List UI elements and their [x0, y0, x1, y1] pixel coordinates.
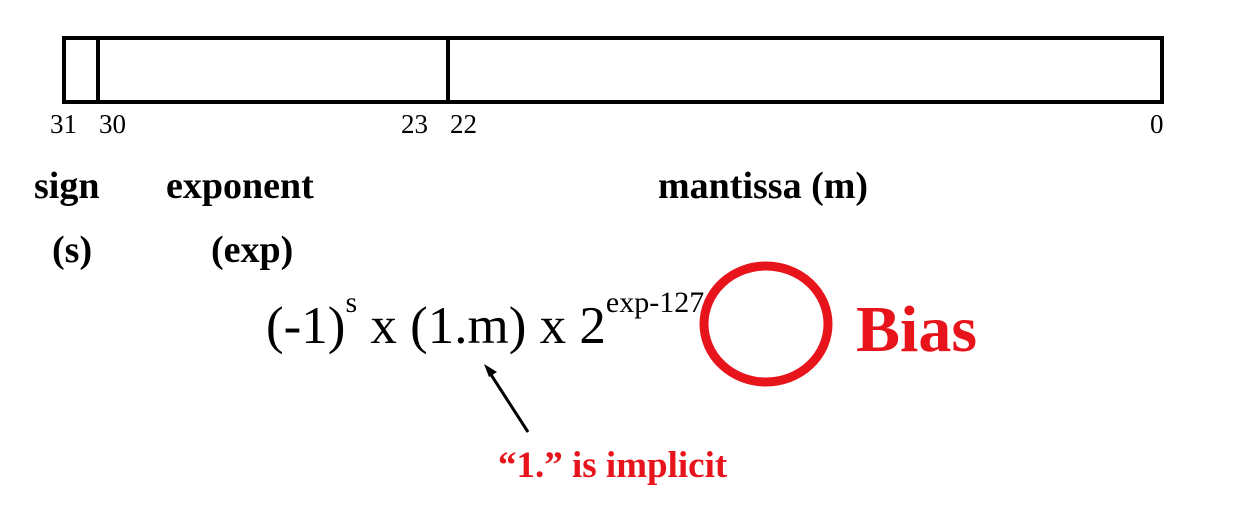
sign-field-name: sign	[34, 165, 100, 207]
bit-23-label: 23	[401, 109, 428, 139]
bias-annotation: Bias	[856, 293, 978, 366]
mantissa-field-name: mantissa (m)	[658, 165, 869, 207]
sign-field-symbol: (s)	[52, 229, 93, 271]
exponent-field-name: exponent	[166, 165, 314, 207]
bit-0-label: 0	[1150, 109, 1164, 139]
bias-highlight-circle	[699, 261, 833, 387]
sign-exponent-divider	[96, 36, 100, 104]
bit-31-label: 31	[50, 109, 77, 139]
exponent-field-symbol: (exp)	[211, 229, 294, 271]
bit-layout-register	[62, 36, 1164, 104]
bit-30-label: 30	[99, 109, 126, 139]
float-value-formula: (-1)s x (1.m) x 2exp-127	[266, 288, 704, 358]
exponent-mantissa-divider	[446, 36, 450, 104]
formula-sign-exponent: s	[345, 286, 358, 319]
implicit-pointer-arrow	[486, 369, 530, 433]
bit-22-label: 22	[450, 109, 477, 139]
formula-sign-term: (-1)	[266, 297, 346, 355]
formula-mantissa-term: x (1.m) x 2	[357, 297, 606, 355]
implicit-one-annotation: “1.” is implicit	[498, 445, 728, 486]
formula-power: exp-127	[605, 286, 705, 319]
implicit-pointer-arrowhead	[484, 364, 497, 377]
